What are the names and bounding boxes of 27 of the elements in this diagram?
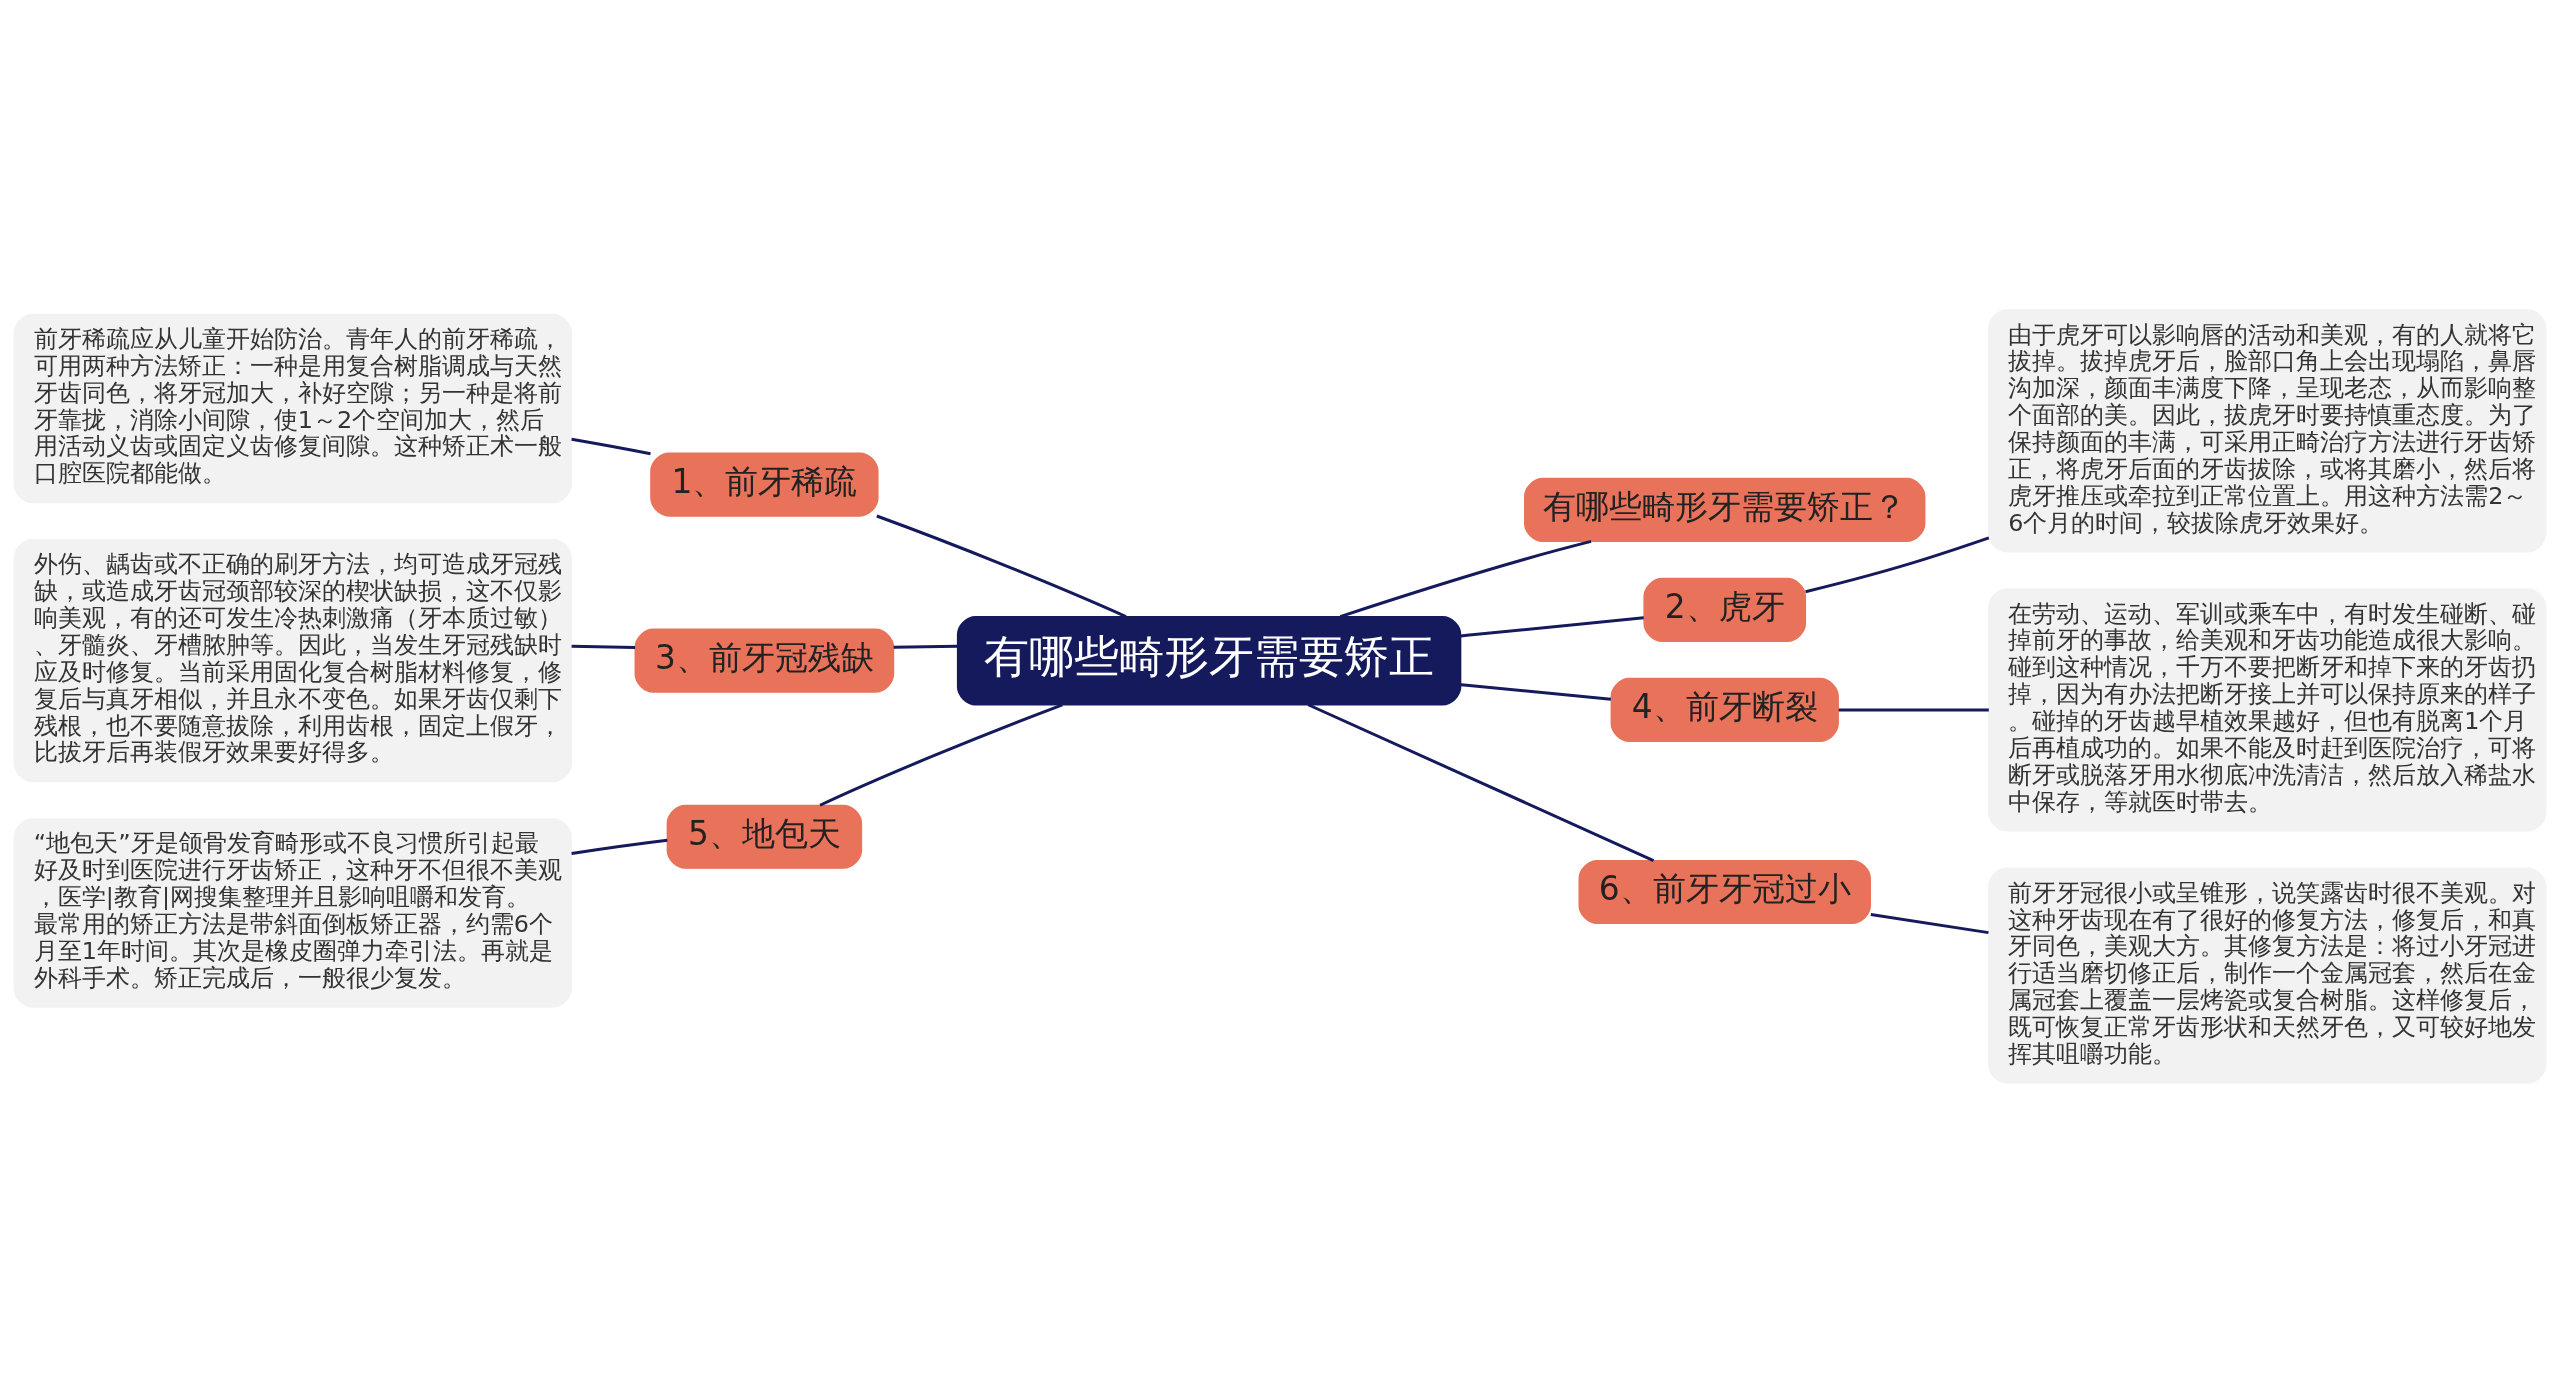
node-box: 有哪些畸形牙需要矫正？ <box>1524 477 1926 543</box>
node-box: 5、地包天 <box>666 804 863 869</box>
connector <box>1460 616 1644 638</box>
node-box: 4、前牙断裂 <box>1610 677 1839 742</box>
node-box: 1、前牙稀疏 <box>650 452 879 517</box>
node-box: 前牙牙冠很小或呈锥形，说笑露齿时很不美观。对这种牙齿现在有了很好的修复方法，修复后，和真牙同色，美观大方。其修复方法是：将过小牙冠进行适当磨切修正后，制作一个金属冠套，然后在金属冠套上覆盖一层烤瓷或复合树脂。这样修复后，既可恢复正常牙齿形状和天然牙色，又可较好地发挥其咀嚼功能。 <box>1988 867 2547 1084</box>
node-box: 在劳动、运动、军训或乘车中，有时发生碰断、碰掉前牙的事故，给美观和牙齿功能造成很大影响。碰到这种情况，千万不要把断牙和掉下来的牙齿扔掉，因为有办法把断牙接上并可以保持原来的样子。碰掉的牙齿越早植效果越好，但也有脱离1个月后再植成功的。如果不能及时赶到医院治疗，可将断牙或脱落牙用水彻底冲洗清洁，然后放入稀盐水中保存，等就医时带去。 <box>1988 588 2547 832</box>
connector <box>571 437 651 456</box>
node-box: 由于虎牙可以影响唇的活动和美观，有的人就将它拔掉。拔掉虎牙后，脸部口角上会出现塌陷，鼻唇沟加深，颜面丰满度下降，呈现老态，从而影响整个面部的美。因此，拔虎牙时要持慎重态度。为了保持颜面的丰满，可采用正畸治疗方法进行牙齿矫正，将虎牙后面的牙齿拔除，或将其磨小，然后将虎牙推压或牵拉到正常位置上。用这种方法需2～6个月的时间，较拔除虎牙效果好。 <box>1988 309 2547 553</box>
connector <box>1339 539 1592 618</box>
connector <box>1460 683 1612 701</box>
connector <box>893 644 958 649</box>
connector <box>571 644 636 650</box>
connector <box>571 838 668 855</box>
connector <box>1805 536 1990 594</box>
node-box: 2、虎牙 <box>1643 577 1807 643</box>
node-box: 有哪些畸形牙需要矫正 <box>956 615 1462 706</box>
node-box: 前牙稀疏应从儿童开始防治。青年人的前牙稀疏，可用两种方法矫正：一种是用复合树脂调成与天然牙齿同色，将牙冠加大，补好空隙；另一种是将前牙靠拢，消除小间隙，使1～2个空间加大，然后用活动义齿或固定义齿修复间隙。这种矫正术一般口腔医院都能做。 <box>13 313 572 504</box>
node-box: 3、前牙冠残缺 <box>634 628 895 693</box>
node-box: 外伤、龋齿或不正确的刷牙方法，均可造成牙冠残缺，或造成牙齿冠颈部较深的楔状缺损，这不仅影响美观，有的还可发生冷热刺激痛（牙本质过敏）、牙髓炎、牙槽脓肿等。因此，当发生牙冠残缺时应及时修复。当前采用固化复合树脂材料修复，修复后与真牙相似，并且永不变色。如果牙齿仅剩下残根，也不要随意拔除，利用齿根，固定上假牙，比拔牙后再装假牙效果要好得多。 <box>13 539 572 783</box>
connector <box>876 514 1127 618</box>
connector <box>1307 703 1655 862</box>
connector <box>819 703 1063 807</box>
node-box: “地包天”牙是颌骨发育畸形或不良习惯所引起最好及时到医院进行牙齿矫正，这种牙不但很不美观，医学|教育|网搜集整理并且影响咀嚼和发育。最常用的矫正方法是带斜面倒板矫正器，约需6个月至1年时间。其次是橡皮圈弹力牵引法。再就是外科手术。矫正完成后，一般很少复发。 <box>13 818 572 1008</box>
node-box: 6、前牙牙冠过小 <box>1578 859 1871 925</box>
connector <box>1870 912 1989 935</box>
connector <box>1838 708 1989 712</box>
